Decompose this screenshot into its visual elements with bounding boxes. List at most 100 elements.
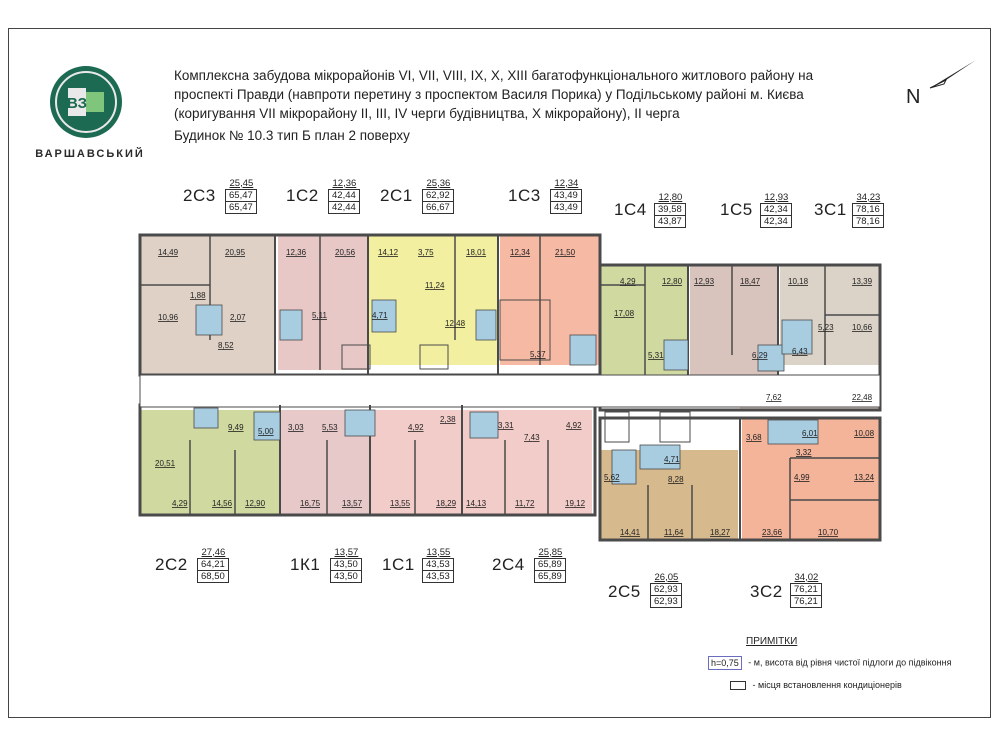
room-area: 13,57: [342, 499, 363, 508]
apt-code: 1К1: [290, 555, 321, 574]
logo-badge: ВЗ: [50, 66, 122, 138]
elevator: [341, 344, 371, 370]
apt-area-living: 34,02: [790, 572, 822, 584]
note-sill-height-text: - м, висота від рівня чистої підлоги до …: [748, 657, 952, 668]
room-area: 17,08: [614, 309, 635, 318]
room-area: 4,29: [172, 499, 188, 508]
room-area: 8,52: [218, 341, 234, 350]
room-area: 3,75: [418, 248, 434, 257]
outer-wall-top-right: [598, 263, 882, 412]
bathroom: [279, 309, 303, 341]
elevator: [604, 411, 630, 443]
notes-title: ПРИМІТКИ: [746, 636, 798, 647]
apt-area-total: 78,16: [852, 203, 884, 216]
height-tag: h=0,75: [708, 656, 742, 670]
room-area: 12,48: [445, 319, 466, 328]
room-area: 22,48: [852, 393, 873, 402]
room-area: 5,11: [312, 311, 328, 320]
note-ac: - місця встановлення кондиціонерів: [708, 680, 902, 691]
apt-code: 2С2: [155, 555, 188, 574]
room-area: 6,43: [792, 347, 808, 356]
apt-area-gross: 68,50: [197, 570, 229, 583]
room-area: 2,38: [440, 415, 456, 424]
apt-code: 2С3: [183, 186, 216, 205]
room-area: 4,99: [794, 473, 810, 482]
apt-area-gross: 43,53: [422, 570, 454, 583]
apt-area-gross: 66,67: [422, 201, 454, 214]
bathroom: [639, 444, 681, 470]
apt-area-living: 25,85: [534, 547, 566, 559]
title-line-2: проспекті Правди (навпроти перетину з пр…: [174, 87, 804, 102]
apt-area-total: 39,58: [654, 203, 686, 216]
room-area: 11,72: [515, 499, 535, 508]
apt-area-living: 27,46: [197, 547, 229, 559]
room-area: 14,12: [378, 248, 399, 257]
apt-code: 1С3: [508, 186, 541, 205]
bathroom: [569, 334, 597, 366]
room-area: 10,66: [852, 323, 873, 332]
room-area: 12,93: [694, 277, 715, 286]
room-area: 12,36: [286, 248, 307, 257]
apt-code: 2С5: [608, 582, 641, 601]
logo-text: ВАРШАВСЬКИЙ: [35, 148, 145, 160]
room-area: 7,43: [524, 433, 540, 442]
plan-walls: [138, 233, 882, 542]
room-area: 18,01: [466, 248, 487, 257]
room-area: 4,71: [664, 455, 680, 464]
apt-code: 3С2: [750, 582, 783, 601]
apt-area-living: 25,45: [225, 178, 257, 190]
room-area: 14,41: [620, 528, 641, 537]
apt-code: 1С2: [286, 186, 319, 205]
north-label: N: [906, 86, 921, 108]
room-area: 20,56: [335, 248, 356, 257]
apt-code: 1С5: [720, 200, 753, 219]
note-sill-height: h=0,75 - м, висота від рівня чистої підл…: [708, 656, 951, 670]
room-area: 5,37: [530, 350, 546, 359]
apt-area-living: 25,36: [422, 178, 454, 190]
apt-code: 1С1: [382, 555, 415, 574]
apt-area-living: 12,34: [550, 178, 582, 190]
room-area: 4,71: [372, 311, 388, 320]
bathroom: [344, 409, 376, 437]
apt-area-gross: 42,34: [760, 215, 792, 228]
room-area: 5,00: [258, 427, 274, 436]
apt-area-total: 43,49: [550, 189, 582, 202]
room-area: 19,12: [565, 499, 586, 508]
apt-area-living: 12,80: [654, 192, 686, 204]
apt-area-gross: 43,49: [550, 201, 582, 214]
room-area: 14,13: [466, 499, 487, 508]
room-area: 13,24: [854, 473, 875, 482]
apt-area-total: 42,34: [760, 203, 792, 216]
apt-area-total: 64,21: [197, 558, 229, 571]
apt-code: 2С4: [492, 555, 525, 574]
apt-code: 3С1: [814, 200, 847, 219]
bathroom: [781, 319, 813, 355]
room-area: 5,31: [648, 351, 664, 360]
note-ac-text: - місця встановлення кондиціонерів: [752, 680, 902, 690]
room-area: 18,47: [740, 277, 761, 286]
bathroom: [195, 304, 223, 336]
elevator: [659, 411, 691, 443]
stairwell: [499, 299, 551, 361]
apt-area-gross: 65,47: [225, 201, 257, 214]
title-line-3: (коригування VII мікрорайону II, III, IV…: [174, 106, 680, 121]
corridor: [139, 374, 881, 408]
apt-area-living: 12,93: [760, 192, 792, 204]
room-area: 13,55: [390, 499, 411, 508]
